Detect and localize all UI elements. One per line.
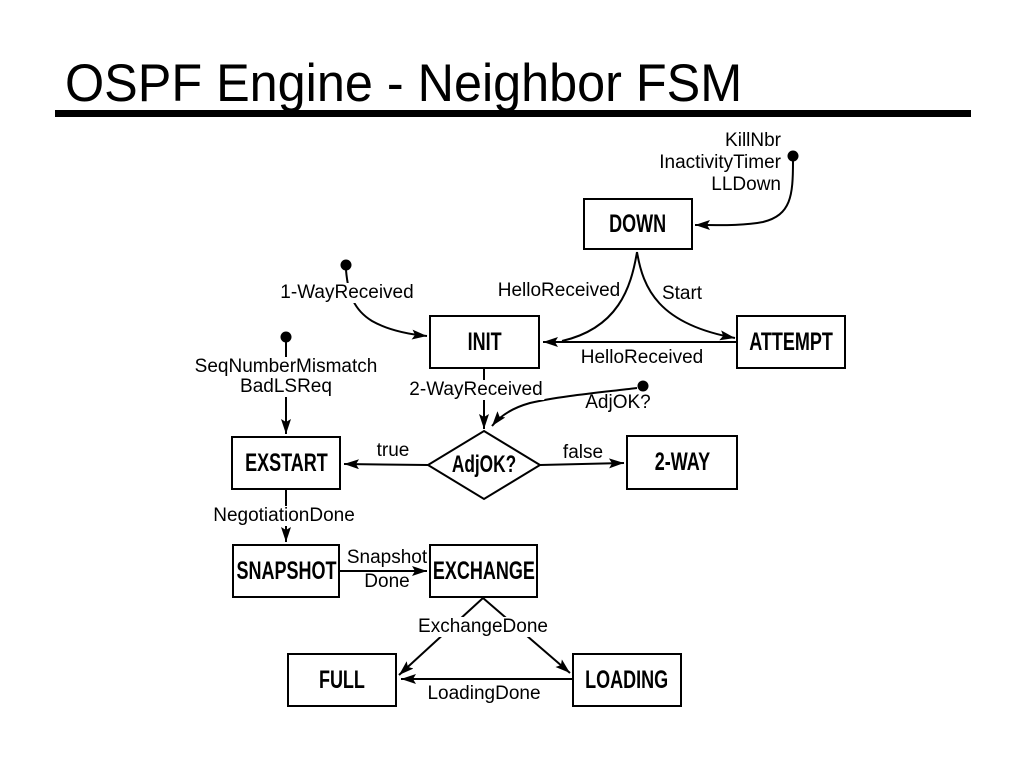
state-down: DOWN: [583, 198, 693, 250]
state-attempt: ATTEMPT: [736, 315, 846, 369]
arrow-adjok-true-to-exstart: [343, 459, 429, 470]
decision-diamond: [426, 429, 542, 501]
label-exchange-done: ExchangeDone: [416, 616, 550, 637]
label-seq-number-mismatch: SeqNumberMismatch: [194, 356, 378, 377]
label-start: Start: [661, 283, 703, 304]
arrow-adjokdot-to-diamond: [491, 387, 638, 427]
arrow-adjok-false-to-2way: [539, 458, 625, 469]
state-exchange-label: EXCHANGE: [432, 556, 535, 585]
state-init-label: INIT: [467, 327, 502, 356]
event-dot-killnbr: [787, 150, 799, 162]
state-full-label: FULL: [319, 665, 365, 694]
event-dot-1way: [340, 259, 352, 271]
label-2way-received: 2-WayReceived: [407, 379, 545, 400]
label-hello-received-attempt-init: HelloReceived: [580, 347, 704, 368]
state-down-label: DOWN: [609, 209, 667, 238]
state-exstart: EXSTART: [231, 436, 341, 490]
event-dot-adjok: [637, 380, 649, 392]
label-snapshot-done-2: Done: [364, 571, 410, 592]
title-underline: [55, 110, 971, 117]
label-bad-ls-req: BadLSReq: [240, 376, 332, 397]
label-true: true: [376, 440, 410, 461]
state-2way-label: 2-WAY: [654, 448, 710, 476]
state-loading-label: LOADING: [585, 665, 669, 694]
label-down-events: KillNbr InactivityTimer LLDown: [659, 130, 781, 196]
arrow-killnbr-to-down: [694, 160, 794, 231]
label-1way-received: 1-WayReceived: [278, 282, 416, 303]
state-full: FULL: [287, 653, 397, 707]
state-exchange: EXCHANGE: [429, 544, 538, 598]
state-exstart-label: EXSTART: [244, 448, 328, 477]
state-snapshot-label: SNAPSHOT: [235, 556, 337, 585]
event-dot-seqnum: [280, 331, 292, 343]
state-2way: 2-WAY: [626, 435, 738, 490]
decision-diamond-label: AdjOK?: [451, 451, 517, 478]
label-negotiation-done: NegotiationDone: [211, 505, 357, 526]
arrow-1way-to-init: [345, 269, 428, 340]
slide-title: OSPF Engine - Neighbor FSM: [65, 54, 743, 113]
state-snapshot: SNAPSHOT: [232, 544, 340, 598]
label-hello-received-down-init: HelloReceived: [497, 280, 621, 301]
state-init: INIT: [429, 315, 540, 369]
label-seqnum-badlsreq: SeqNumberMismatch BadLSReq: [192, 356, 380, 397]
label-snapshot-done-1: Snapshot: [346, 547, 428, 568]
arrow-down-to-attempt: [636, 251, 736, 341]
state-loading: LOADING: [572, 653, 682, 707]
label-adjok-event: AdjOK?: [585, 392, 651, 413]
label-lldown: LLDown: [711, 174, 781, 195]
label-inactivitytimer: InactivityTimer: [659, 152, 781, 173]
curve-down-to-init: [561, 251, 638, 342]
state-attempt-label: ATTEMPT: [749, 327, 833, 356]
label-false: false: [562, 442, 604, 463]
label-killnbr: KillNbr: [725, 130, 781, 151]
label-loading-done: LoadingDone: [427, 683, 541, 704]
